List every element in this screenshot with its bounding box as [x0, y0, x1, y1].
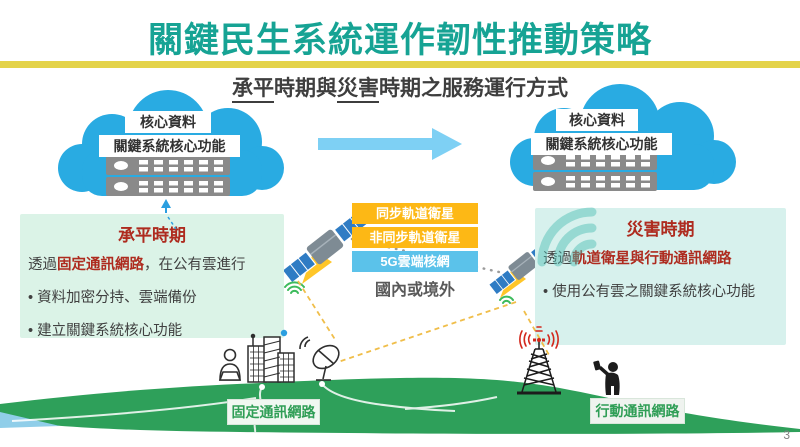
cell-tower-icon	[517, 341, 561, 395]
page-title: 關鍵民生系統運作韌性推動策略	[147, 21, 652, 60]
person-laptop-icon	[218, 348, 242, 381]
person-phone-icon	[593, 360, 620, 395]
satellite-dish-icon	[299, 336, 340, 381]
page-number: 3	[783, 428, 790, 442]
flow-arrow-icon	[318, 128, 462, 160]
subtitle-underlined-peacetime: 承平	[232, 77, 274, 103]
server-rack-right-icon	[533, 151, 657, 191]
fixed-network-label: 固定通訊網路	[227, 399, 320, 425]
mobile-network-label: 行動通訊網路	[590, 398, 685, 424]
cloud-right-core-function-label: 關鍵系統核心功能	[531, 133, 672, 155]
disaster-highlight: 軌道衛星與行動通訊網路	[572, 251, 732, 267]
cloud-left-core-data-label: 核心資料	[125, 111, 211, 133]
peacetime-title: 承平時期	[118, 226, 186, 245]
peacetime-description: 透過固定通訊網路，在公有雲進行	[28, 257, 246, 273]
5g-cloud-core-box: 5G雲端核網	[352, 251, 478, 272]
peacetime-bullet-1: 資料加密分持、雲端備份	[28, 286, 276, 307]
disaster-title: 災害時期	[626, 220, 695, 239]
subtitle-text: 時期之服務運行方式	[379, 77, 568, 100]
up-arrow-icon	[161, 199, 171, 213]
water-icon	[0, 412, 60, 428]
disaster-panel: 災害時期 透過軌道衛星與行動通訊網路 使用公有雲之關鍵系統核心功能	[535, 208, 786, 345]
slide-subtitle: 承平時期與災害時期之服務運行方式	[0, 72, 800, 103]
subtitle-text: 時期與	[274, 77, 337, 100]
domestic-or-foreign-caption: 國內或境外	[374, 282, 455, 299]
geo-satellite-box: 同步軌道衛星	[352, 203, 478, 224]
server-rack-left-icon	[106, 156, 230, 196]
peacetime-panel: 承平時期 透過固定通訊網路，在公有雲進行 資料加密分持、雲端備份 建立關鍵系統核…	[20, 214, 284, 340]
peacetime-highlight: 固定通訊網路	[57, 257, 144, 273]
cloud-left-core-function-label: 關鍵系統核心功能	[99, 135, 240, 157]
cloud-right-core-data-label: 核心資料	[556, 109, 638, 131]
leo-satellite-box: 非同步軌道衛星	[352, 227, 478, 248]
disaster-bullet-1: 使用公有雲之關鍵系統核心功能	[543, 280, 778, 301]
disaster-description: 透過軌道衛星與行動通訊網路	[543, 251, 732, 267]
title-underline-bar	[0, 61, 800, 68]
subtitle-underlined-disaster: 災害	[337, 77, 379, 103]
peacetime-bullet-2: 建立關鍵系統核心功能	[28, 319, 276, 340]
